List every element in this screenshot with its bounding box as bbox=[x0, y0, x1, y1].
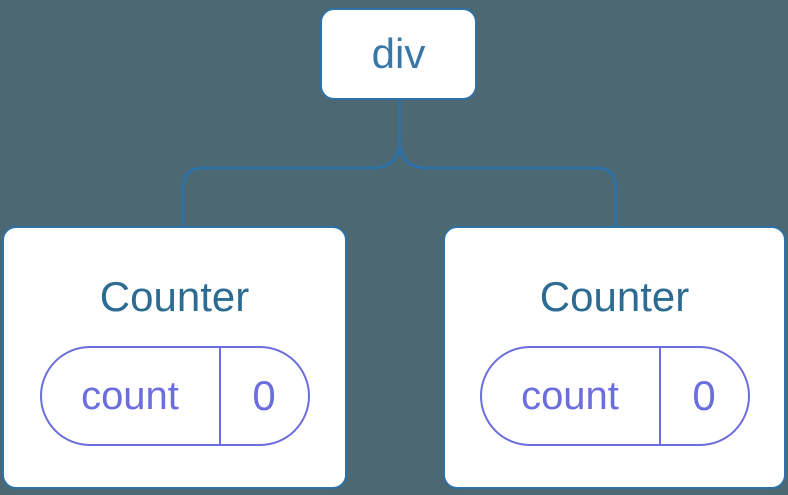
component-card: Counter count 0 bbox=[443, 226, 786, 489]
connector-right-branch bbox=[398, 99, 618, 229]
root-node-label: div bbox=[371, 30, 426, 77]
state-value: 0 bbox=[658, 348, 748, 445]
state-key-label: count bbox=[81, 373, 179, 418]
root-node: div bbox=[320, 8, 477, 100]
component-card: Counter count 0 bbox=[2, 226, 347, 489]
state-value: 0 bbox=[218, 348, 308, 445]
connector-left-branch bbox=[181, 99, 401, 229]
state-key-label: count bbox=[521, 373, 619, 418]
state-pill: count 0 bbox=[39, 346, 310, 447]
state-pill: count 0 bbox=[479, 346, 750, 447]
component-title: Counter bbox=[539, 273, 690, 320]
component-title: Counter bbox=[99, 273, 250, 320]
